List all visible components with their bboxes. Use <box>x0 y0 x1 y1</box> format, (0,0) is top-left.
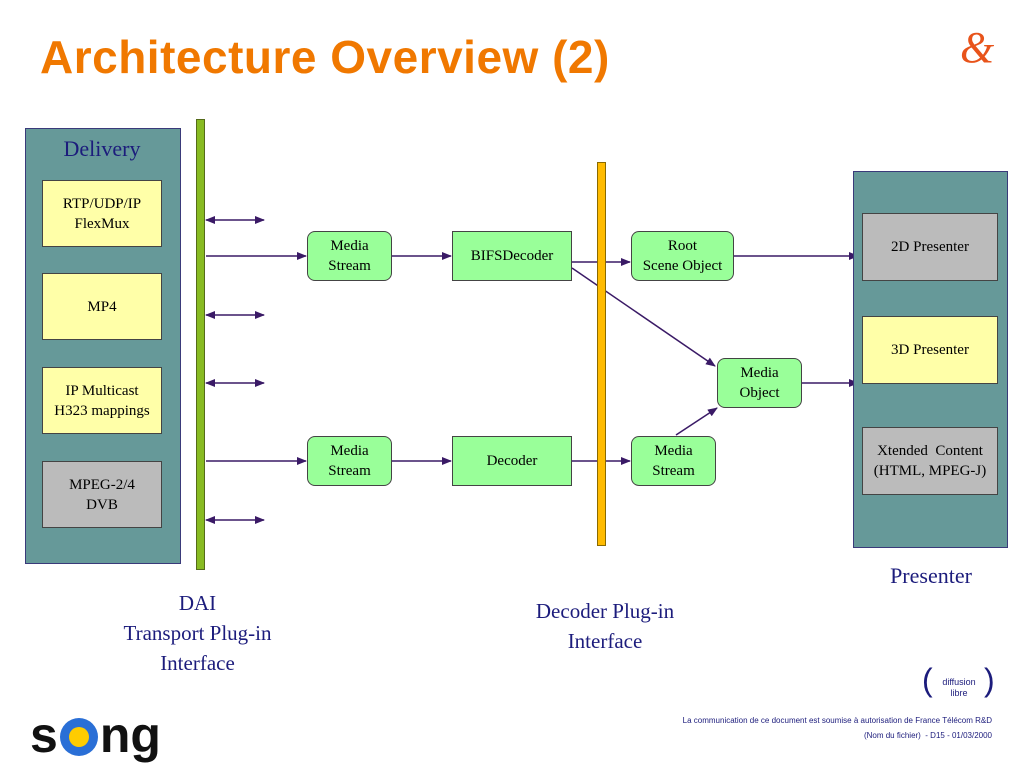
presenter-item-xtended: Xtended Content(HTML, MPEG-J) <box>862 427 998 495</box>
decoder-plugin-caption: Decoder Plug-in Interface <box>535 599 675 653</box>
bifs-decoder-node: BIFSDecoder <box>452 231 572 281</box>
delivery-item-mp4: MP4 <box>42 273 162 340</box>
arrow-media-stream-to-media-object <box>675 407 718 436</box>
song-logo-s: s <box>30 707 58 763</box>
decoder-plugin-bar <box>597 162 606 546</box>
delivery-label: Delivery <box>63 136 141 161</box>
france-telecom-logo: & <box>960 23 995 72</box>
diffusion-libre-logo: ( diffusion libre ) <box>922 662 995 698</box>
dai-bar <box>196 119 205 570</box>
decoder-node: Decoder <box>452 436 572 486</box>
song-logo-ng: ng <box>99 707 161 763</box>
presenter-item-3d: 3D Presenter <box>862 316 998 384</box>
presenter-item-2d: 2D Presenter <box>862 213 998 281</box>
page-title: Architecture Overview (2) <box>40 31 610 83</box>
song-logo-o-icon <box>59 718 98 756</box>
footer-ref: (Nom du fichier) - D15 - 01/03/2000 <box>863 731 992 740</box>
presenter-label: Presenter <box>890 563 972 588</box>
arrow-bifs-to-media-object <box>571 267 716 367</box>
dai-caption: DAI Transport Plug-in Interface <box>123 591 272 675</box>
footer-notice: La communication de ce document est soum… <box>682 716 992 725</box>
